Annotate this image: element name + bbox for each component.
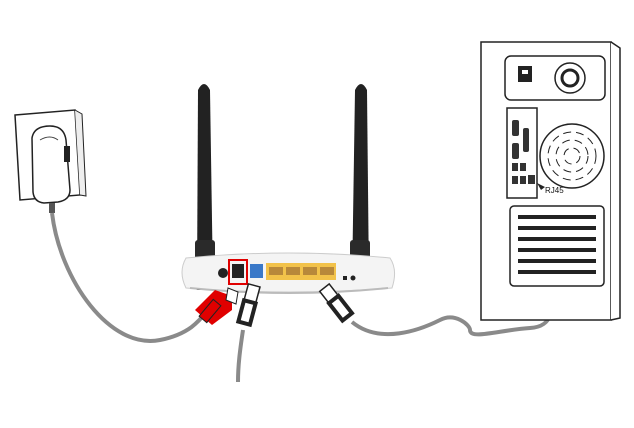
fan <box>539 123 605 189</box>
wan-port <box>250 264 263 278</box>
io-panel <box>506 107 538 199</box>
power-port <box>232 264 244 278</box>
wan-cable <box>236 329 245 383</box>
power-port-highlight <box>228 259 248 285</box>
power-adapter <box>31 125 71 213</box>
router <box>181 252 396 294</box>
lan-connector <box>318 282 355 324</box>
reset-button <box>218 268 228 278</box>
power-plug-connector <box>195 287 239 325</box>
rj45-port <box>528 175 535 184</box>
lan-ports <box>266 263 336 280</box>
wan-connector <box>235 282 261 328</box>
rj45-label: RJ45 <box>545 186 564 195</box>
computer: RJ45 <box>480 41 621 321</box>
power-cable <box>50 212 210 343</box>
vent-grill <box>509 205 605 287</box>
